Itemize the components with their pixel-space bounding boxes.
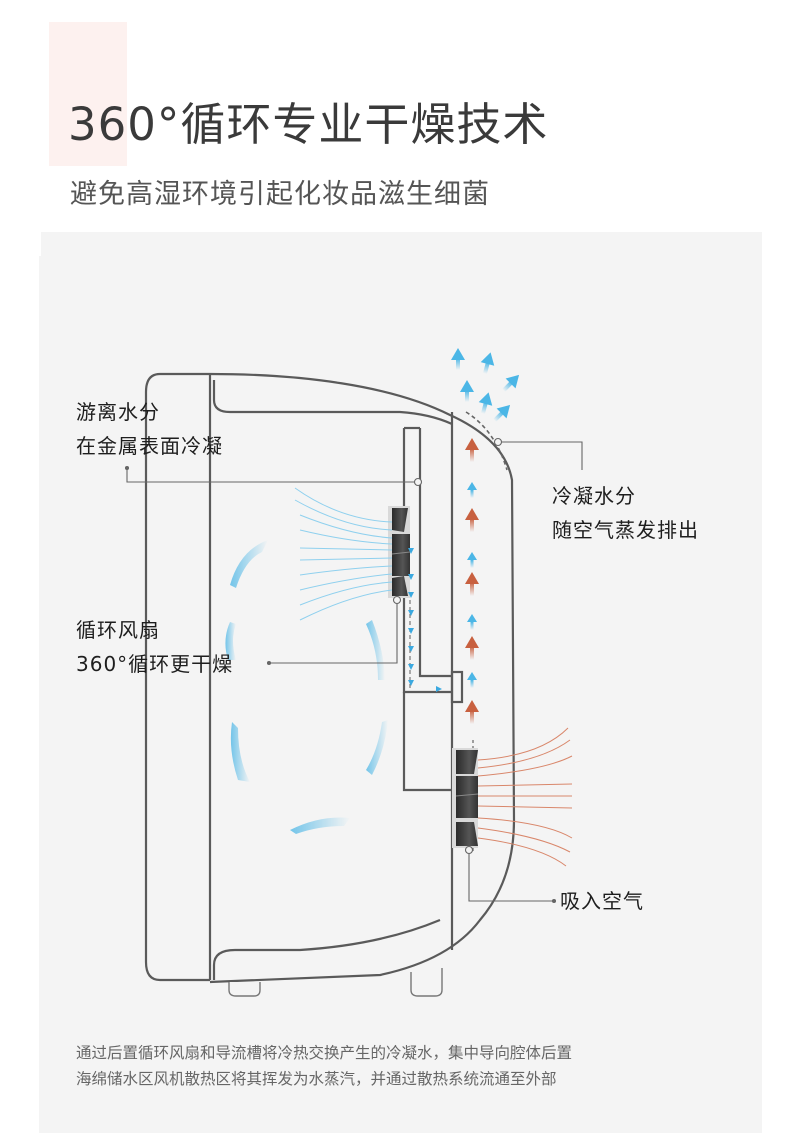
swoosh-lower-right [366, 720, 388, 775]
exhaust-arrows [451, 348, 520, 422]
rising-air-arrows [465, 438, 479, 724]
exhaust-arrow [460, 380, 474, 402]
leader-fan-anchor [392, 595, 402, 605]
callout-fan: 循环风扇 360°循环更干燥 [76, 613, 233, 681]
circulation-fan-icon [388, 506, 411, 598]
warm-arrow [465, 508, 479, 532]
condensation-channel-outer [402, 428, 452, 694]
circulation-swooshes [225, 540, 388, 834]
cabinet-outline [144, 372, 516, 984]
leader-intake-anchor [464, 845, 474, 855]
cool-arrow [467, 614, 477, 630]
leader-intake [468, 850, 554, 902]
cabinet-top-shell [209, 372, 516, 984]
callout-fan-line2: 360°循环更干燥 [76, 652, 234, 676]
callout-exhaust-line2: 随空气蒸发排出 [552, 518, 699, 542]
cool-arrow [467, 672, 477, 688]
exhaust-vent-dashed [465, 411, 508, 471]
swoosh-bottom [290, 817, 350, 834]
swoosh-left [225, 622, 236, 660]
exhaust-arrow [493, 404, 511, 422]
rear-foot [410, 968, 443, 997]
swoosh-right [366, 620, 385, 680]
warm-arrow [465, 700, 479, 724]
circulation-fan-airflow [294, 487, 393, 621]
callout-condensation: 游离水分 在金属表面冷凝 [76, 395, 223, 463]
cool-arrow [467, 552, 477, 568]
exhaust-arrow [480, 352, 495, 375]
leader-condense-anchor [413, 477, 423, 487]
callout-exhaust: 冷凝水分 随空气蒸发排出 [552, 479, 699, 547]
channel-bottom-box [402, 692, 452, 792]
cool-arrow [467, 482, 477, 498]
footnote: 通过后置循环风扇和导流槽将冷热交换产生的冷凝水，集中导向腔体后置 海绵储水区风机… [76, 1040, 572, 1092]
exhaust-arrow [451, 348, 465, 370]
page-title: 360°循环专业干燥技术 [68, 98, 549, 151]
leader-lines [124, 437, 583, 904]
callout-condensation-line2: 在金属表面冷凝 [76, 434, 223, 458]
intake-fan-airflow [477, 727, 573, 867]
exhaust-arrow [478, 392, 493, 415]
drain-outlet [450, 670, 464, 704]
diagram-panel [39, 232, 762, 1133]
intake-fan-icon [452, 748, 479, 848]
swoosh-upper-left [230, 540, 268, 588]
cabinet-inner-top [212, 380, 453, 426]
title-accent-block [49, 22, 127, 166]
leader-condense [126, 468, 418, 483]
footnote-line2: 海绵储水区风机散热区将其挥发为水蒸汽，并通过散热系统流通至外部 [76, 1070, 557, 1088]
callout-fan-line1: 循环风扇 [76, 618, 160, 642]
panel-notch [39, 232, 41, 256]
cabinet-outer-body [144, 372, 210, 982]
leader-exhaust-anchor [493, 437, 503, 447]
leader-fan [269, 600, 398, 664]
callout-intake: 吸入空气 [560, 884, 644, 918]
condensation-channel-inner [418, 428, 452, 678]
page-subtitle: 避免高湿环境引起化妆品滋生细菌 [70, 179, 490, 210]
footnote-line1: 通过后置循环风扇和导流槽将冷热交换产生的冷凝水，集中导向腔体后置 [76, 1044, 573, 1062]
exhaust-arrow [502, 374, 520, 392]
cabinet-feet [228, 968, 443, 997]
callout-exhaust-line1: 冷凝水分 [552, 484, 636, 508]
warm-arrow [465, 572, 479, 596]
leader-exhaust [498, 441, 583, 470]
condensate-drip-arrows [408, 548, 442, 692]
swoosh-lower-left [230, 722, 250, 782]
callout-condensation-line1: 游离水分 [76, 400, 160, 424]
warm-arrow [465, 438, 479, 462]
warm-arrow [465, 636, 479, 660]
callout-intake-line1: 吸入空气 [560, 889, 644, 913]
cabinet-inner-bottom [212, 918, 441, 980]
front-foot [228, 982, 261, 997]
